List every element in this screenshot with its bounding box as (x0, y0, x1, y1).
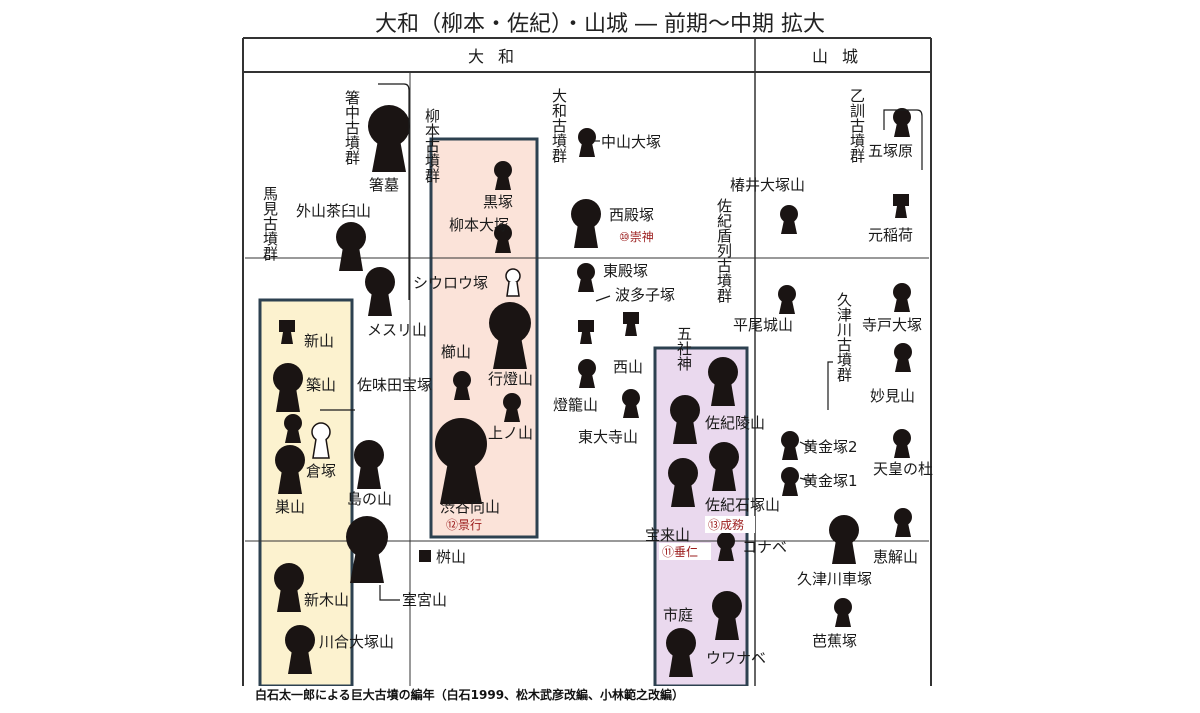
tomb-koganezuka2: 黄金塚2 (803, 438, 858, 456)
tomb-motoinari: 元稲荷 (868, 226, 913, 244)
emperor-suinin: ⑪垂仁 (662, 545, 698, 559)
tomb-kawai: 川合大塚山 (319, 633, 394, 651)
tomb-andonyama: 行燈山 (488, 370, 533, 388)
group-sakitatenami: 佐紀盾列古墳群 (715, 198, 733, 303)
tomb-shibutani: 渋谷向山 (440, 498, 500, 516)
tomb-saki-misasagi: 佐紀陵山 (705, 414, 765, 432)
tomb-egeyama: 恵解山 (873, 548, 918, 566)
tomb-nakayama: 中山大塚 (601, 133, 661, 151)
tomb-shimanoyama: 島の山 (347, 490, 392, 508)
tomb-kushiyama: 櫛山 (441, 343, 471, 361)
group-yanagimoto: 柳本古墳群 (423, 108, 441, 183)
tomb-kurazuka: 倉塚 (306, 462, 336, 480)
group-kuzugawa: 久津川古墳群 (835, 292, 853, 382)
tomb-bashozuka: 芭蕉塚 (812, 632, 857, 650)
tomb-samida: 佐味田宝塚 (357, 376, 432, 394)
tomb-mesuriyama: メスリ山 (367, 321, 427, 339)
tomb-hatagozuka: 波多子塚 (615, 286, 675, 304)
emperor-seimu: ⑬成務 (708, 518, 744, 532)
group-umami: 馬見古墳群 (261, 186, 279, 261)
kofun-chronology-chart: 大和 山城 (242, 37, 933, 686)
emperor-sujin: ⑩崇神 (619, 230, 654, 244)
tomb-todaijiyama: 東大寺山 (578, 428, 638, 446)
emperor-labels: ⑩崇神 ⑫景行 ⑪垂仁 ⑬成務 (446, 228, 755, 560)
tomb-masuyama: 桝山 (436, 548, 466, 566)
tomb-itsukahara: 五塚原 (868, 142, 913, 160)
tomb-hokenoyama: 外山茶臼山 (296, 202, 371, 220)
tomb-subayama: 巣山 (275, 498, 305, 516)
emperor-keiko: ⑫景行 (446, 518, 482, 532)
tomb-hiraojo: 平尾城山 (733, 316, 793, 334)
group-otokuni: 乙訓古墳群 (848, 88, 866, 163)
tomb-uenoyama: 上ノ山 (488, 424, 533, 442)
tomb-muromiya: 室宮山 (402, 591, 447, 609)
tomb-koganezuka1: 黄金塚1 (803, 472, 858, 490)
tomb-tsubai: 椿井大塚山 (730, 176, 805, 194)
tomb-ichiniwa: 市庭 (663, 606, 693, 624)
tomb-uwanabe: ウワナベ (706, 649, 766, 667)
tomb-tsukiyama: 築山 (306, 376, 336, 394)
tomb-tennonomori: 天皇の杜 (873, 460, 933, 478)
tomb-labels: 箸墓 外山茶臼山 メスリ山 黒塚 柳本大塚 シウロウ塚 櫛山 行燈山 上ノ山 渋… (275, 133, 933, 667)
group-gosha: 五社神 (675, 326, 693, 371)
tomb-konabe: コナベ (742, 538, 787, 556)
tomb-shiuroudzuka: シウロウ塚 (413, 274, 488, 292)
tomb-torogiyama: 燈籠山 (553, 396, 598, 414)
header-yamato: 大和 (468, 47, 528, 66)
tomb-hashihaka: 箸墓 (369, 176, 399, 194)
tomb-kuzugawa-kurumazuka: 久津川車塚 (797, 570, 872, 588)
tomb-nishitonozuka: 西殿塚 (609, 206, 654, 224)
masuyama-icon (419, 550, 431, 562)
tomb-nishiyama: 西山 (613, 358, 643, 376)
figure-caption: 白石太一郎による巨大古墳の編年（白石1999、松木武彦改編、小林範之改編） (255, 688, 685, 702)
tomb-saki-ishizuka: 佐紀石塚山 (705, 496, 780, 514)
group-hashinaka: 箸中古墳群 (343, 90, 361, 165)
page-title: 大和（柳本・佐紀）・山城 ― 前期〜中期 拡大 (375, 12, 825, 37)
tomb-kurozuka: 黒塚 (483, 193, 513, 211)
tomb-myokenyama: 妙見山 (870, 387, 915, 405)
tomb-teradoozuka: 寺戸大塚 (862, 316, 922, 334)
tomb-yanagimoto-otsuka: 柳本大塚 (449, 216, 509, 234)
tomb-horaisan: 宝来山 (645, 526, 690, 544)
tomb-shinkiyama: 新木山 (304, 591, 349, 609)
header-yamashiro: 山城 (812, 47, 872, 66)
group-labels: 箸中古墳群 柳本古墳群 馬見古墳群 大和古墳群 佐紀盾列古墳群 五社神 乙訓古墳… (261, 88, 866, 382)
tomb-shinyama: 新山 (304, 332, 334, 350)
group-yamato: 大和古墳群 (550, 88, 568, 163)
tomb-higashitonozuka: 東殿塚 (603, 262, 648, 280)
umami-box (258, 298, 354, 686)
